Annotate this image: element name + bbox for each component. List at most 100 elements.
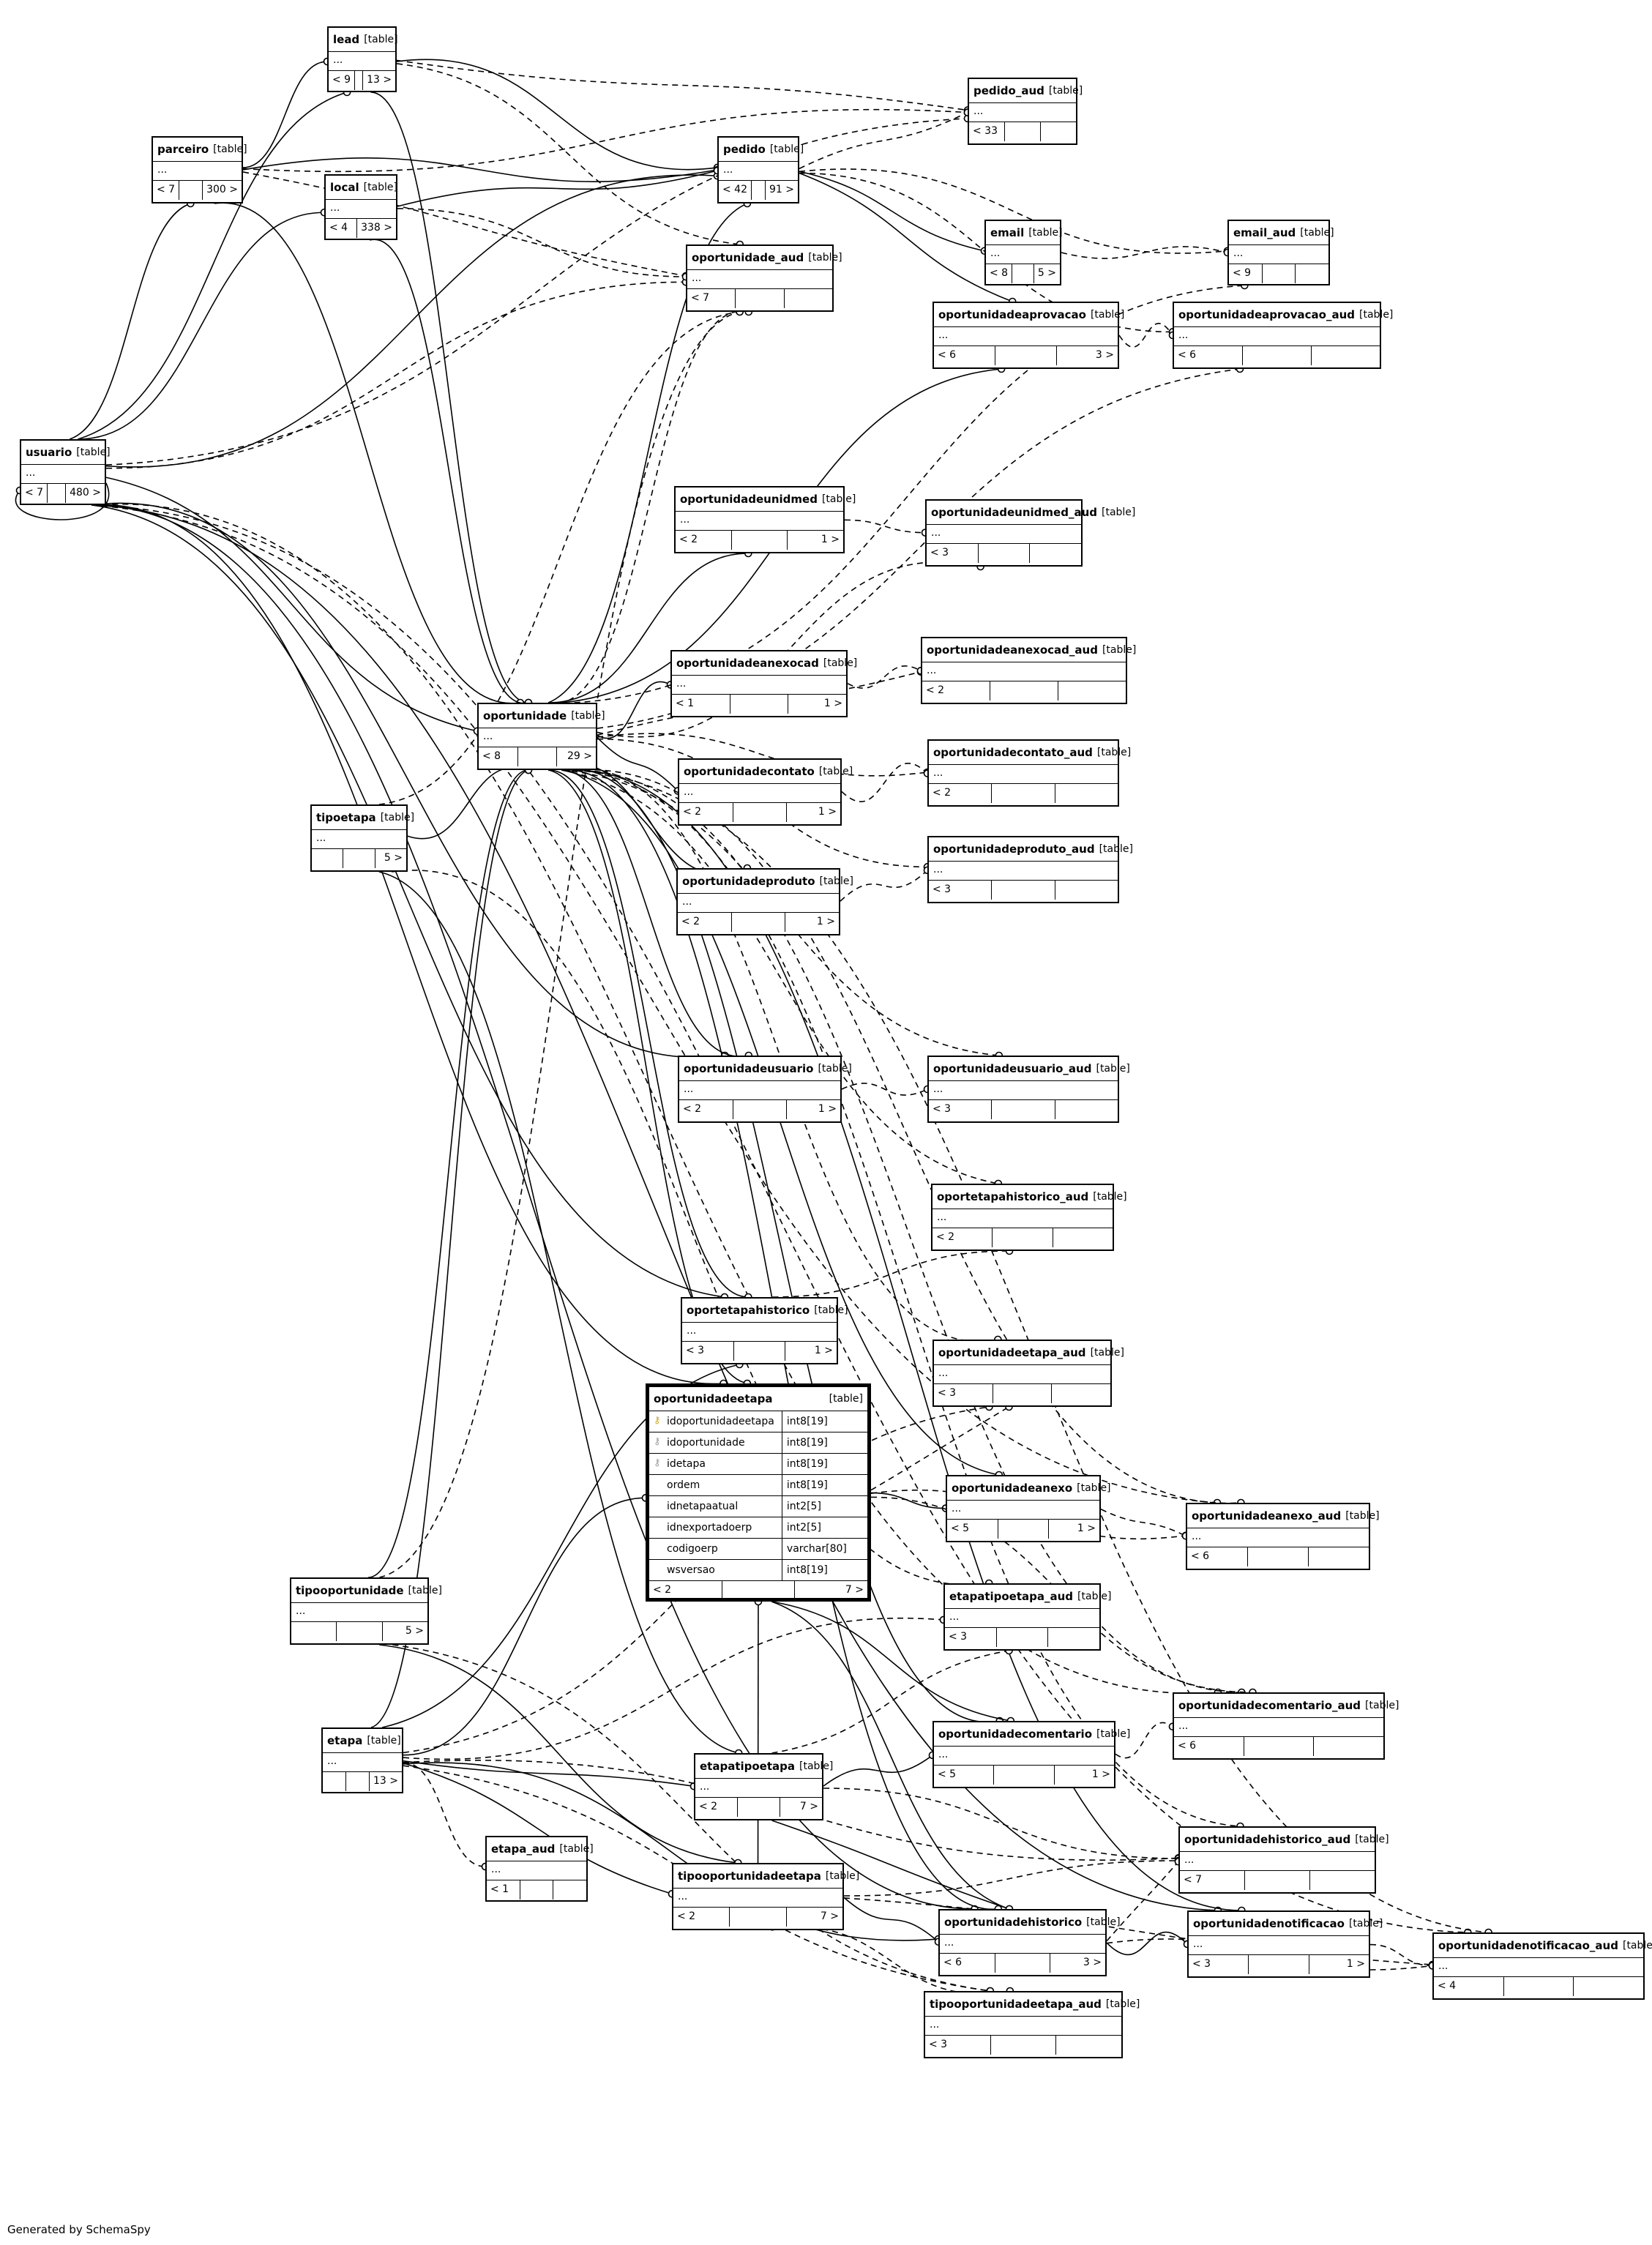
table-name: etapa_aud — [491, 1842, 556, 1856]
children-count: 13 > — [373, 1775, 398, 1787]
table-email_aud[interactable]: email_aud[table]...< 9 — [1227, 220, 1334, 285]
table-header: etapa_aud[table] — [487, 1837, 594, 1861]
table-kind: [table] — [363, 182, 397, 193]
table-oportunidadeunidmed_aud[interactable]: oportunidadeunidmed_aud[table]...< 3 — [925, 499, 1135, 567]
relationship-parceiro-lead — [242, 61, 328, 168]
table-header: oportunidadehistorico[table] — [940, 1910, 1121, 1935]
footer-spacer — [1005, 122, 1041, 141]
table-oportetapahistorico_aud[interactable]: oportetapahistorico_aud[table]...< 2 — [931, 1184, 1127, 1251]
table-pedido_aud[interactable]: pedido_aud[table]...< 33 — [968, 78, 1083, 145]
table-name: tipooportunidadeetapa_aud — [930, 1997, 1102, 2011]
table-kind: [table] — [1355, 1834, 1389, 1845]
footer-spacer — [730, 695, 789, 714]
collapsed-columns: ... — [329, 52, 395, 71]
footer-spacer — [992, 784, 1055, 803]
foreign-key-icon: ⚷ — [654, 1457, 661, 1468]
table-etapatipoetapa_aud[interactable]: etapatipoetapa_aud[table]...< 3 — [943, 1583, 1111, 1651]
relationship-etapatipoetapa-oportunidadehistorico — [771, 1820, 1010, 1910]
children-count — [1310, 1871, 1375, 1890]
table-oportunidadehistorico_aud[interactable]: oportunidadehistorico_aud[table]...< 7 — [1178, 1826, 1389, 1894]
column-type: int8[19] — [786, 1458, 828, 1470]
table-oportunidadecontato_aud[interactable]: oportunidadecontato_aud[table]...< 2 — [927, 739, 1131, 807]
table-tipooportunidade[interactable]: tipooportunidade[table]...5 > — [290, 1577, 442, 1645]
table-oportunidadenotificacao_aud[interactable]: oportunidadenotificacao_aud[table]...< 4 — [1432, 1932, 1652, 2000]
collapsed-columns: ... — [679, 1081, 840, 1100]
table-name: oportunidadecontato_aud — [933, 745, 1093, 759]
parents-count: < 2 — [679, 1100, 733, 1119]
table-footer: < 2 — [929, 784, 1118, 803]
relationship-usuario-lead — [78, 91, 348, 440]
relationship-oportunidade-oportunidadeunidmed — [548, 553, 749, 703]
table-kind: [table] — [825, 1870, 860, 1882]
table-tipooportunidadeetapa_aud[interactable]: tipooportunidadeetapa_aud[table]...< 3 — [924, 1991, 1140, 2058]
relationship-parceiro-oportunidade — [214, 202, 520, 704]
table-footer: < 2 — [932, 1228, 1113, 1247]
table-oportunidadeetapa[interactable]: oportunidadeetapa [table] ⚷idoportunidad… — [646, 1383, 871, 1602]
table-oportunidadeanexo_aud[interactable]: oportunidadeanexo_aud[table]...< 6 — [1186, 1503, 1380, 1570]
collapsed-columns: ... — [1187, 1528, 1369, 1547]
table-footer: < 2 7 > — [649, 1581, 867, 1600]
table-name: email — [990, 225, 1025, 239]
collapsed-columns: ... — [929, 862, 1118, 881]
table-oportunidadeetapa_aud[interactable]: oportunidadeetapa_aud[table]...< 3 — [932, 1340, 1124, 1407]
table-header: oportunidadecomentario[table] — [934, 1722, 1130, 1747]
relationship-oportunidade-oportunidadeanexocad — [597, 681, 671, 739]
collapsed-columns: ... — [21, 465, 105, 484]
table-oportunidadeaprovacao_aud[interactable]: oportunidadeaprovacao_aud[table]...< 6 — [1173, 302, 1393, 369]
table-oportunidadeanexocad_aud[interactable]: oportunidadeanexocad_aud[table]...< 2 — [921, 637, 1136, 704]
table-oportunidadecomentario_aud[interactable]: oportunidadecomentario_aud[table]...< 6 — [1173, 1692, 1399, 1760]
parents-count: < 3 — [927, 544, 979, 563]
table-etapa[interactable]: etapa[table]...13 > — [321, 1727, 403, 1793]
footer-spacer — [733, 1100, 788, 1119]
table-footer: < 3 — [929, 881, 1118, 900]
relationship-usuario-oportunidadeetapa — [91, 504, 724, 1384]
column-name: wsversao — [667, 1564, 715, 1576]
table-oportunidadeproduto_aud[interactable]: oportunidadeproduto_aud[table]...< 3 — [927, 836, 1133, 903]
column-type: int8[19] — [786, 1416, 828, 1427]
table-name: oportunidadeusuario_aud — [933, 1061, 1092, 1075]
table-oportunidade_aud[interactable]: oportunidade_aud[table]...< 7 — [686, 244, 842, 312]
relationship-etapa-etapatipoetapa — [403, 1760, 695, 1788]
footer-spacer — [995, 346, 1057, 365]
table-oportunidadeusuario_aud[interactable]: oportunidadeusuario_aud[table]...< 3 — [927, 1056, 1130, 1123]
table-name: parceiro — [157, 142, 209, 156]
column-type: int2[5] — [786, 1501, 821, 1512]
relationship-oportunidadeusuario-oportunidadeusuario_aud — [841, 1083, 928, 1096]
table-tipoetapa[interactable]: tipoetapa[table]...5 > — [310, 804, 414, 872]
parents-count — [312, 849, 344, 868]
table-etapa_aud[interactable]: etapa_aud[table]...< 1 — [485, 1836, 594, 1902]
footer-spacer — [733, 803, 788, 822]
